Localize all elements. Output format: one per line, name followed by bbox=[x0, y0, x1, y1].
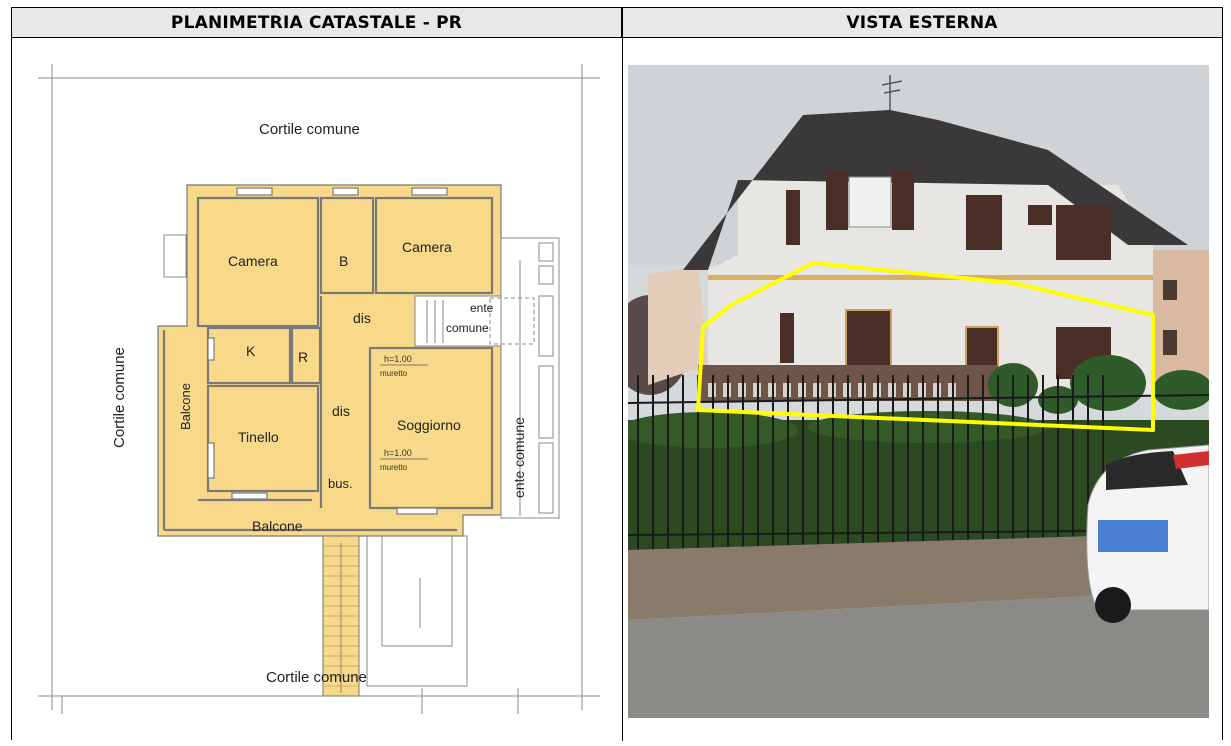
upper-windows bbox=[786, 170, 1111, 260]
roof bbox=[683, 110, 1188, 270]
header-planimetria: PLANIMETRIA CATASTALE - PR bbox=[12, 8, 622, 38]
room-balcone-left: Balcone bbox=[178, 383, 193, 430]
room-bus: bus. bbox=[328, 476, 353, 491]
room-camera-right: Camera bbox=[402, 239, 452, 255]
stair-label-comune: comune bbox=[446, 321, 489, 335]
room-ripostiglio: R bbox=[298, 349, 308, 365]
antenna bbox=[881, 75, 903, 110]
windows bbox=[207, 187, 448, 515]
license-plate-mask bbox=[1098, 520, 1168, 552]
room-soggiorno: Soggiorno bbox=[397, 417, 461, 433]
cortile-left: Cortile comune bbox=[111, 347, 128, 448]
cortile-top: Cortile comune bbox=[259, 121, 360, 138]
cortile-bottom: Cortile comune bbox=[266, 669, 367, 686]
floor-plan-drawing: ente comune bbox=[38, 64, 600, 714]
left-small-balcony bbox=[163, 234, 187, 278]
room-tinello: Tinello bbox=[238, 429, 279, 445]
car bbox=[1086, 444, 1209, 623]
apartment-highlight bbox=[696, 261, 1155, 432]
room-labels: Camera B Camera dis K R dis Tinello Sogg… bbox=[178, 239, 461, 534]
iron-fence bbox=[628, 375, 1209, 550]
header-vista-esterna: VISTA ESTERNA bbox=[622, 8, 1222, 38]
room-dis-mid: dis bbox=[332, 403, 350, 419]
room-balcone-bottom: Balcone bbox=[252, 518, 303, 534]
note-h1-value: h=1.00 bbox=[384, 354, 412, 364]
plan-frame bbox=[38, 64, 600, 714]
stair-label-ente: ente bbox=[470, 301, 494, 315]
neighbour-left bbox=[648, 265, 708, 385]
note-h2-label: muretto bbox=[380, 463, 408, 472]
room-dis-top: dis bbox=[353, 310, 371, 326]
ente-comune-right: ente comune bbox=[511, 417, 527, 498]
entrance-outline bbox=[366, 535, 468, 687]
room-kitchen: K bbox=[246, 343, 256, 359]
road bbox=[628, 590, 1209, 718]
courtyard-labels: Cortile comune Cortile comune Cortile co… bbox=[111, 121, 527, 686]
room-bagno: B bbox=[339, 253, 348, 269]
exterior-photo bbox=[628, 65, 1209, 718]
column-divider bbox=[622, 8, 623, 741]
height-notes: h=1.00 muretto h=1.00 muretto bbox=[380, 354, 428, 472]
document-table: PLANIMETRIA CATASTALE - PR VISTA ESTERNA bbox=[11, 7, 1223, 741]
common-stair-block bbox=[500, 237, 560, 519]
exterior-photo-drawing bbox=[628, 65, 1209, 718]
house-wall bbox=[708, 180, 1153, 395]
stair-landing bbox=[414, 295, 535, 347]
note-h2-value: h=1.00 bbox=[384, 448, 412, 458]
exterior-stairs bbox=[322, 535, 360, 697]
floor-plan: ente comune bbox=[12, 38, 622, 741]
note-h1-label: muretto bbox=[380, 369, 408, 378]
low-wall bbox=[628, 535, 1209, 620]
room-camera-left: Camera bbox=[228, 253, 278, 269]
